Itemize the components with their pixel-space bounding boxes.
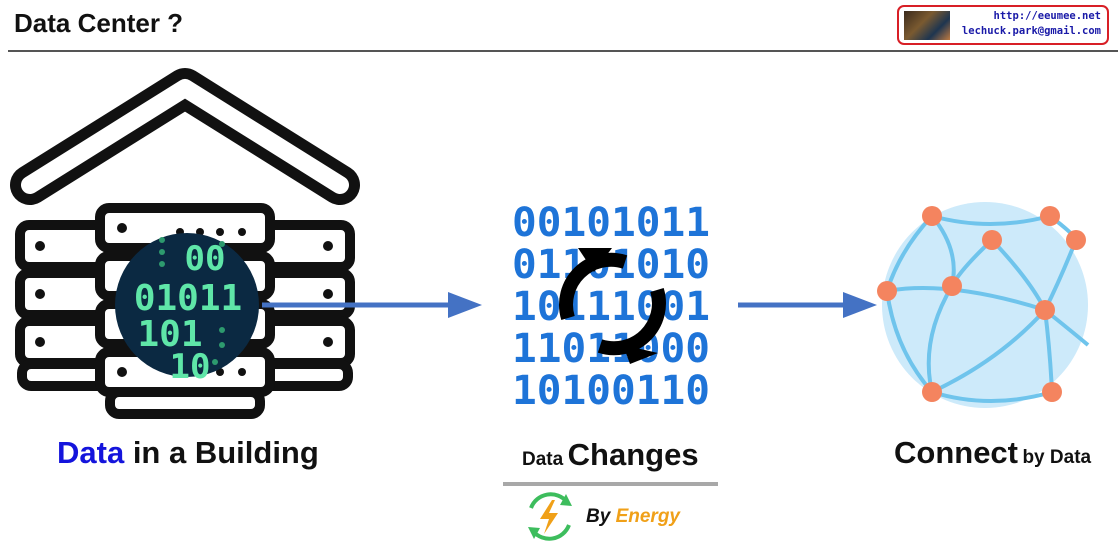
energy-icon [528,492,572,541]
matrix-row-4: 10 [170,347,211,387]
binary-row-3: 10111001 [512,284,710,330]
caption-data-in-building: Data in a Building [57,435,319,471]
caption-rest: in a Building [124,435,319,470]
author-thumbnail [904,11,950,40]
matrix-row-3: 101 [137,314,202,355]
matrix-row-1: 00 [185,239,226,279]
binary-grid: 00101011 01101010 10111001 11011000 1010… [512,200,710,414]
caption-data-changes: Data Changes [522,437,699,473]
caption-underline [503,482,718,486]
matrix-dots [159,237,225,365]
flow-arrow-1 [262,292,482,318]
author-email[interactable]: lechuck.park@gmail.com [961,25,1101,37]
binary-row-5: 10100110 [512,368,710,414]
page-title: Data Center ? [14,8,184,38]
caption-highlight: Data [57,435,125,470]
network-nodes [877,206,1086,402]
binary-row-1: 00101011 [512,200,710,246]
caption-small: Data [522,449,564,470]
building-roof-inner [21,79,349,194]
author-badge[interactable]: http://eeumee.net lechuck.park@gmail.com [897,5,1109,45]
caption-by-data: by Data [1022,447,1092,468]
energy-word: Energy [615,506,680,527]
caption-big: Changes [567,437,699,472]
building-icon [10,68,360,205]
caption-connect: Connect [894,435,1018,470]
title-divider [8,50,1118,52]
author-url[interactable]: http://eeumee.net [993,10,1101,22]
matrix-binary-text: 00 01011 101 10 [134,239,242,387]
flow-arrow-2 [738,292,877,318]
matrix-row-2: 01011 [134,278,242,319]
network-globe [882,202,1088,408]
building-roof [10,68,360,205]
binary-data-circle [115,233,259,377]
energy-by: By [586,506,611,527]
caption-connect-by-data: Connect by Data [894,435,1091,471]
by-energy-label: By Energy [586,506,680,528]
refresh-icon [559,248,666,364]
